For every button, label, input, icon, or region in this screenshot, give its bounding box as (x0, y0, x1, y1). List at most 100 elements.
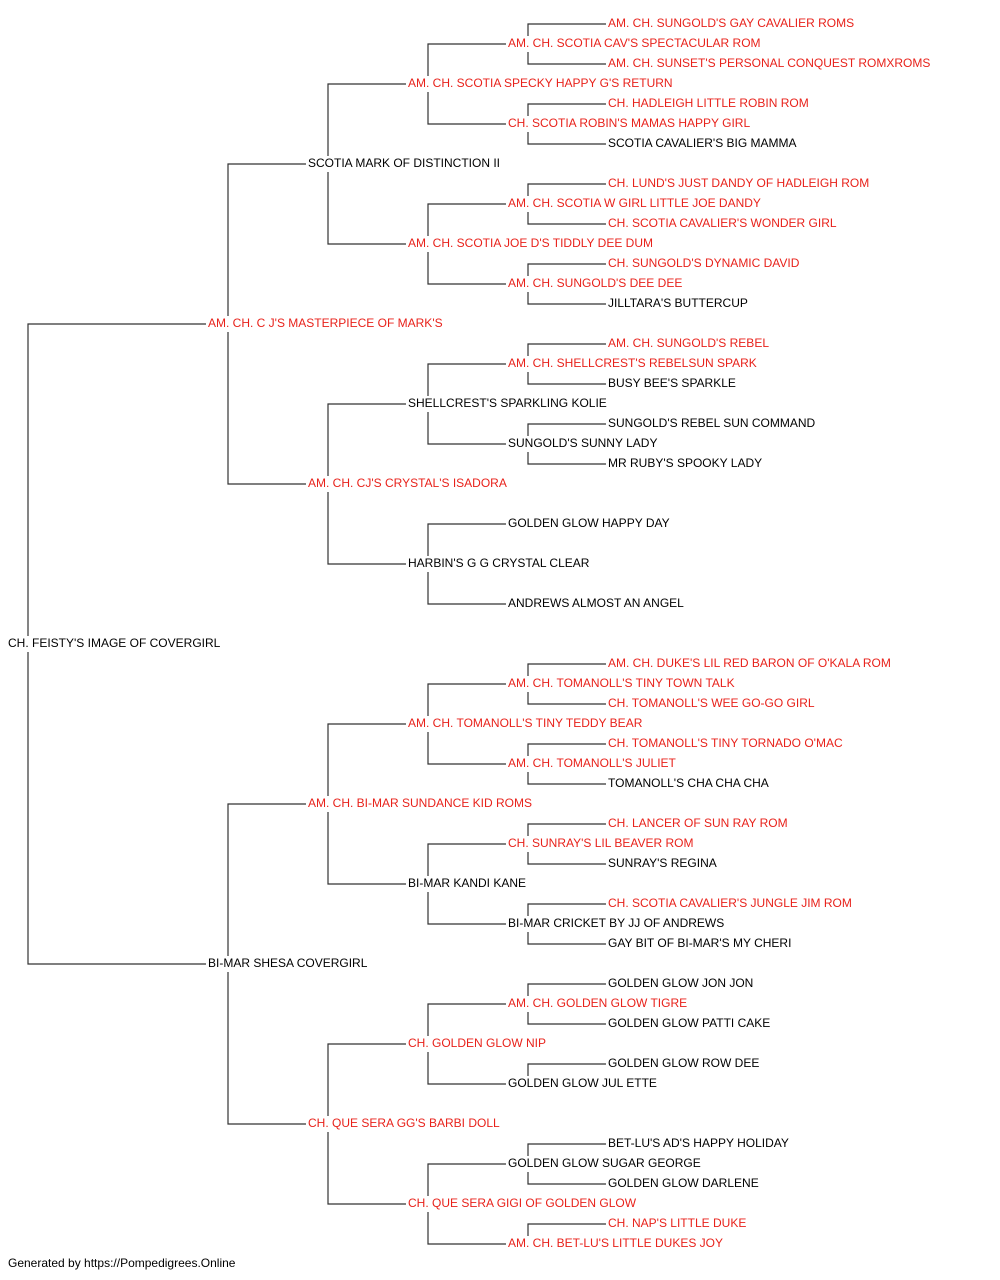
connector-line (427, 412, 506, 445)
connector-line (527, 292, 606, 305)
ggg-grandparent-name: GOLDEN GLOW PATTI CAKE (608, 1016, 770, 1030)
connector-line (427, 43, 506, 76)
connector-line (527, 263, 606, 276)
connector-line (527, 772, 606, 785)
connector-line (427, 1163, 506, 1196)
grandparent-name: SCOTIA MARK OF DISTINCTION II (308, 156, 500, 170)
ggg-grandparent-name: AM. CH. DUKE'S LIL RED BARON OF O'KALA R… (608, 656, 891, 670)
connector-line (327, 172, 406, 245)
connector-line (327, 1043, 406, 1116)
grandparent-name: AM. CH. CJ'S CRYSTAL'S ISADORA (308, 476, 507, 490)
ggg-grandparent-name: AM. CH. SUNGOLD'S GAY CAVALIER ROMS (608, 16, 854, 30)
connector-line (427, 252, 506, 285)
gg-grandparent-name: AM. CH. TOMANOLL'S JULIET (508, 756, 677, 770)
connector-line (427, 732, 506, 765)
ggg-grandparent-name: SUNRAY'S REGINA (608, 856, 717, 870)
ggg-grandparent-name: CH. TOMANOLL'S TINY TORNADO O'MAC (608, 736, 843, 750)
connector-line (527, 452, 606, 465)
connector-line (527, 1012, 606, 1025)
connector-line (227, 972, 306, 1125)
gg-grandparent-name: BI-MAR CRICKET BY JJ OF ANDREWS (508, 916, 724, 930)
ggg-grandparent-name: GOLDEN GLOW ROW DEE (608, 1056, 759, 1070)
connector-line (527, 1223, 606, 1236)
ggg-grandparent-name: AM. CH. SUNGOLD'S REBEL (608, 336, 769, 350)
connector-line (327, 83, 406, 156)
connector-line (527, 423, 606, 436)
gg-grandparent-name: GOLDEN GLOW SUGAR GEORGE (508, 1156, 701, 1170)
gg-grandparent-name: CH. SUNRAY'S LIL BEAVER ROM (508, 836, 693, 850)
ggg-grandparent-name: CH. SUNGOLD'S DYNAMIC DAVID (608, 256, 800, 270)
gg-grandparent-name: AM. CH. SCOTIA W GIRL LITTLE JOE DANDY (508, 196, 761, 210)
connector-line (27, 652, 206, 965)
generated-by-footer: Generated by https://Pompedigrees.Online (8, 1256, 236, 1270)
connector-line (527, 903, 606, 916)
connector-line (427, 572, 506, 605)
connector-line (527, 212, 606, 225)
ggg-grandparent-name: AM. CH. SUNSET'S PERSONAL CONQUEST ROMXR… (608, 56, 930, 70)
connector-line (527, 743, 606, 756)
ggg-grandparent-name: BUSY BEE'S SPARKLE (608, 376, 736, 390)
subject-dog: CH. FEISTY'S IMAGE OF COVERGIRL (8, 636, 221, 650)
connector-line (527, 852, 606, 865)
connector-line (227, 803, 306, 956)
ggg-grandparent-name: CH. LUND'S JUST DANDY OF HADLEIGH ROM (608, 176, 869, 190)
great-grandparent-name: AM. CH. SCOTIA SPECKY HAPPY G'S RETURN (408, 76, 673, 90)
connector-line (327, 1132, 406, 1205)
parent-name: AM. CH. C J'S MASTERPIECE OF MARK'S (208, 316, 443, 330)
gg-grandparent-name: GOLDEN GLOW JUL ETTE (508, 1076, 657, 1090)
connector-line (527, 663, 606, 676)
connector-line (527, 1172, 606, 1185)
connector-lines (27, 23, 606, 1245)
connector-line (527, 132, 606, 145)
gg-grandparent-name: AM. CH. TOMANOLL'S TINY TOWN TALK (508, 676, 735, 690)
connector-line (327, 723, 406, 796)
ggg-grandparent-name: SUNGOLD'S REBEL SUN COMMAND (608, 416, 816, 430)
connector-line (227, 163, 306, 316)
grandparent-name: CH. QUE SERA GG'S BARBI DOLL (308, 1116, 500, 1130)
connector-line (527, 103, 606, 116)
great-grandparent-name: BI-MAR KANDI KANE (408, 876, 526, 890)
gg-grandparent-name: AM. CH. BET-LU'S LITTLE DUKES JOY (508, 1236, 723, 1250)
connector-line (527, 183, 606, 196)
connector-line (527, 692, 606, 705)
ggg-grandparent-name: BET-LU'S AD'S HAPPY HOLIDAY (608, 1136, 789, 1150)
connector-line (27, 323, 206, 636)
ggg-grandparent-name: MR RUBY'S SPOOKY LADY (608, 456, 762, 470)
ggg-grandparent-name: GOLDEN GLOW JON JON (608, 976, 753, 990)
ggg-grandparent-name: CH. TOMANOLL'S WEE GO-GO GIRL (608, 696, 815, 710)
connector-line (527, 983, 606, 996)
connector-line (427, 523, 506, 556)
connector-line (527, 23, 606, 36)
great-grandparent-name: AM. CH. SCOTIA JOE D'S TIDDLY DEE DUM (408, 236, 653, 250)
gg-grandparent-name: GOLDEN GLOW HAPPY DAY (508, 516, 670, 530)
ggg-grandparent-name: CH. HADLEIGH LITTLE ROBIN ROM (608, 96, 809, 110)
gg-grandparent-name: CH. SCOTIA ROBIN'S MAMAS HAPPY GIRL (508, 116, 750, 130)
dog-names: CH. FEISTY'S IMAGE OF COVERGIRL AM. CH. C… (8, 16, 930, 1250)
gg-grandparent-name: AM. CH. SHELLCREST'S REBELSUN SPARK (508, 356, 757, 370)
gg-grandparent-name: AM. CH. SUNGOLD'S DEE DEE (508, 276, 682, 290)
ggg-grandparent-name: CH. SCOTIA CAVALIER'S JUNGLE JIM ROM (608, 896, 852, 910)
ggg-grandparent-name: TOMANOLL'S CHA CHA CHA (608, 776, 769, 790)
connector-line (427, 892, 506, 925)
great-grandparent-name: HARBIN'S G G CRYSTAL CLEAR (408, 556, 590, 570)
ggg-grandparent-name: JILLTARA'S BUTTERCUP (608, 296, 748, 310)
connector-line (527, 932, 606, 945)
gg-grandparent-name: AM. CH. SCOTIA CAV'S SPECTACULAR ROM (508, 36, 761, 50)
connector-line (527, 52, 606, 65)
pedigree-tree: CH. FEISTY'S IMAGE OF COVERGIRL AM. CH. C… (8, 16, 930, 1250)
great-grandparent-name: AM. CH. TOMANOLL'S TINY TEDDY BEAR (408, 716, 643, 730)
connector-line (327, 492, 406, 565)
connector-line (227, 332, 306, 485)
great-grandparent-name: CH. QUE SERA GIGI OF GOLDEN GLOW (408, 1196, 637, 1210)
great-grandparent-name: SHELLCREST'S SPARKLING KOLIE (408, 396, 607, 410)
connector-line (527, 1063, 606, 1076)
connector-line (527, 823, 606, 836)
connector-line (427, 363, 506, 396)
connector-line (427, 843, 506, 876)
gg-grandparent-name: AM. CH. GOLDEN GLOW TIGRE (508, 996, 687, 1010)
ggg-grandparent-name: CH. LANCER OF SUN RAY ROM (608, 816, 788, 830)
connector-line (427, 1003, 506, 1036)
connector-line (327, 812, 406, 885)
ggg-grandparent-name: GOLDEN GLOW DARLENE (608, 1176, 759, 1190)
connector-line (427, 1212, 506, 1245)
